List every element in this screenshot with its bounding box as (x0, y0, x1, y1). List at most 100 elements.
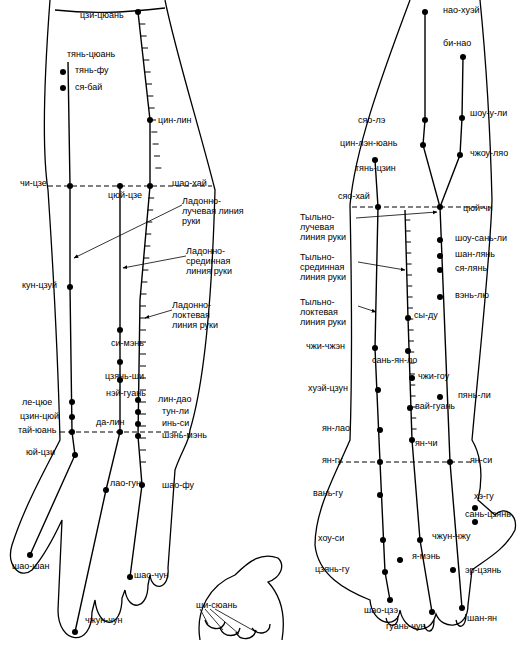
point-dot (117, 429, 123, 435)
leader-arrow (356, 212, 437, 218)
point-dot (67, 183, 73, 189)
point-label: тай-юань (18, 425, 56, 435)
line-name: Тыльно-срединная линия руки (300, 252, 358, 282)
arm-outlines (11, 0, 516, 640)
point-label: шао-чун (134, 570, 168, 580)
point-label: нэй-гуань (106, 388, 146, 398)
tick-mark (140, 318, 146, 319)
point-label: цзин-цюй (20, 411, 59, 421)
point-label: шао-шан (12, 561, 49, 571)
tick-mark (141, 36, 147, 37)
point-dot (72, 629, 78, 635)
point-label: чжоу-ляо (470, 148, 508, 158)
point-label: хоу-си (318, 533, 344, 543)
leader-arrow (358, 262, 405, 270)
point-dot (117, 327, 123, 333)
point-dot (60, 69, 66, 75)
tick-mark (146, 84, 152, 85)
tick-mark (140, 294, 146, 295)
tick-mark (411, 418, 416, 419)
meridian-line (440, 57, 463, 207)
point-dot (472, 519, 478, 525)
point-dot (437, 267, 443, 273)
point-label: эр-цзянь (465, 565, 501, 575)
tick-mark (140, 354, 146, 355)
point-dot (377, 427, 383, 433)
point-label: ле-цюе (22, 397, 52, 407)
point-dot (447, 459, 453, 465)
tick-mark (407, 286, 412, 287)
tick-mark (155, 168, 161, 169)
point-label: да-лин (96, 417, 125, 427)
tick-mark (140, 450, 146, 451)
joint-lines (48, 186, 490, 462)
point-dot (147, 183, 153, 189)
tick-mark (406, 231, 411, 232)
point-dot (422, 9, 428, 15)
hand-inset (199, 556, 283, 640)
point-dot (457, 152, 463, 158)
point-label: ян-чи (415, 438, 438, 448)
point-label: тянь-цзин (355, 163, 396, 173)
point-dot (69, 399, 75, 405)
point-dot (437, 394, 443, 400)
point-label: я-мэнь (412, 551, 440, 561)
point-label: чи-цзе (20, 178, 47, 188)
point-label: вай-гуань (415, 401, 455, 411)
point-label: инь-си (162, 418, 189, 428)
point-label: вань-гу (313, 488, 343, 498)
point-label: си-мэнь (111, 338, 144, 348)
point-label: ши-сюань (196, 600, 237, 610)
point-label: гуань-чун (386, 621, 426, 631)
point-dot (67, 284, 73, 290)
right-arm-outline (315, 0, 515, 629)
meridian-line (30, 62, 75, 555)
point-dot (375, 387, 381, 393)
tick-mark (142, 270, 148, 271)
line-name: Ладонно-локтевая линия руки (172, 300, 234, 330)
point-label: сань-ян-ло (372, 355, 417, 365)
tick-mark (140, 438, 146, 439)
tick-mark (407, 275, 412, 276)
point-dot (405, 348, 411, 354)
line-name: Ладонно-срединная линия руки (186, 246, 248, 276)
tick-mark (145, 72, 151, 73)
tick-mark (141, 282, 147, 283)
point-dot (135, 9, 141, 15)
point-dot (27, 552, 33, 558)
leader-arrow (74, 205, 182, 258)
point-dot (459, 605, 465, 611)
point-dot (420, 142, 426, 148)
point-label: вэнь-лю (455, 290, 489, 300)
point-dot (117, 359, 123, 365)
tick-mark (140, 330, 146, 331)
tick-mark (406, 253, 411, 254)
point-dot (380, 537, 386, 543)
tick-mark (410, 385, 415, 386)
tick-mark (140, 366, 146, 367)
point-dot (127, 574, 133, 580)
point-label: чжун-чун (85, 615, 122, 625)
point-label: цин-лэн-юань (340, 138, 397, 148)
point-dot (450, 567, 456, 573)
tick-mark (406, 242, 411, 243)
point-label: пянь-ли (458, 390, 491, 400)
point-dot (135, 409, 141, 415)
tick-mark (146, 222, 152, 223)
leader-lines (74, 205, 437, 634)
point-label: цзи-цюань (80, 10, 124, 20)
leader-arrow (145, 310, 172, 318)
point-dot (377, 459, 383, 465)
tick-mark (139, 24, 145, 25)
tick-mark (144, 246, 150, 247)
point-dot (405, 315, 411, 321)
point-label: цюй-цзе (108, 190, 142, 200)
point-dot (72, 452, 78, 458)
point-label: кун-цзуй (22, 280, 57, 290)
tick-mark (140, 426, 146, 427)
point-dot (409, 437, 415, 443)
line-name: Тыльно-локтевая линия руки (300, 297, 358, 327)
point-label: шан-ян (467, 613, 497, 623)
point-label: шэнь-мэнь (162, 430, 207, 440)
point-dot (135, 421, 141, 427)
